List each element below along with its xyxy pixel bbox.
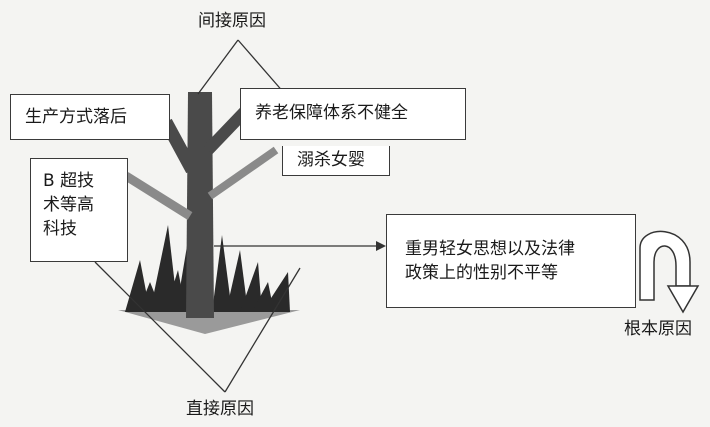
box-b-ultrasound-line3: 科技 bbox=[43, 219, 77, 239]
branch-middle-right bbox=[207, 146, 279, 200]
tree-icon bbox=[123, 92, 279, 318]
box-b-ultrasound: B 超技 术等高 科技 bbox=[30, 158, 128, 262]
box-backward-production-text: 生产方式落后 bbox=[25, 107, 127, 127]
indirect-cause-label: 间接原因 bbox=[198, 11, 266, 31]
box-pension-system: 养老保障体系不健全 bbox=[240, 88, 466, 140]
branch-upper-left bbox=[160, 118, 198, 174]
box-backward-production: 生产方式落后 bbox=[10, 94, 170, 140]
box-b-ultrasound-line2: 术等高 bbox=[43, 195, 94, 215]
direct-cause-lines bbox=[94, 261, 301, 393]
box-b-ultrasound-line1: B 超技 bbox=[43, 171, 95, 191]
root-cause-label: 根本原因 bbox=[624, 319, 692, 339]
box-pension-system-text: 养老保障体系不健全 bbox=[255, 103, 408, 123]
grass-icon bbox=[125, 225, 290, 312]
box-female-infanticide-text: 溺杀女婴 bbox=[297, 150, 365, 170]
curved-arrow-icon bbox=[639, 230, 700, 314]
indirect-cause-lines bbox=[197, 39, 286, 95]
box-root-cause: 重男轻女思想以及法律 政策上的性别不平等 bbox=[386, 214, 636, 308]
box-root-cause-line1: 重男轻女思想以及法律 bbox=[405, 239, 575, 259]
tree-trunk bbox=[186, 92, 214, 318]
box-female-infanticide: 溺杀女婴 bbox=[282, 146, 390, 176]
box-root-cause-line2: 政策上的性别不平等 bbox=[405, 263, 558, 283]
ground-base bbox=[118, 310, 300, 334]
direct-cause-label: 直接原因 bbox=[186, 399, 254, 419]
branch-lower-left bbox=[123, 172, 193, 220]
arrow-to-root bbox=[214, 241, 386, 251]
